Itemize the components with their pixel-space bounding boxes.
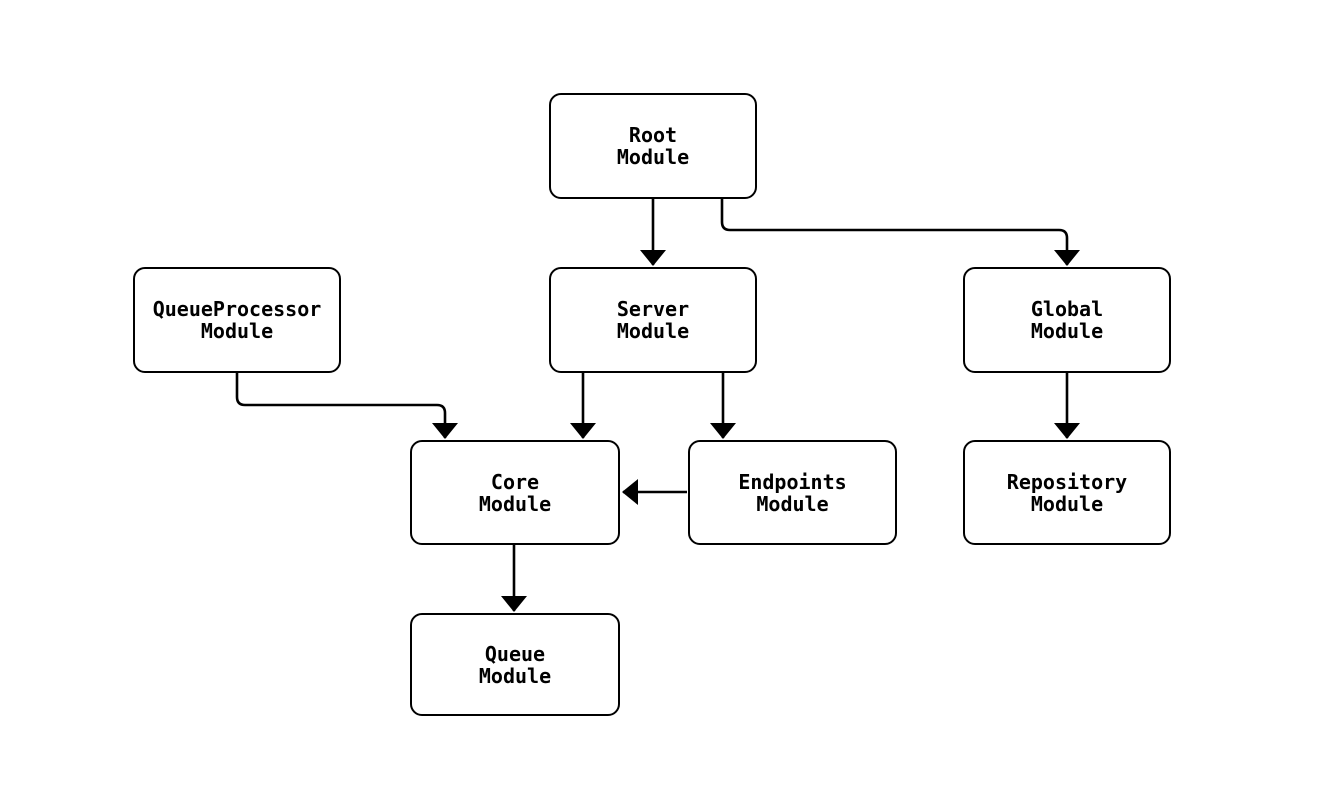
node-root-module: Root Module <box>549 93 757 199</box>
node-root-module-label: Root Module <box>616 123 690 169</box>
node-endpoints-module: Endpoints Module <box>688 440 897 545</box>
edge-queueprocessor-to-core <box>235 372 458 439</box>
node-repository-module: Repository Module <box>963 440 1171 545</box>
node-core-module: Core Module <box>410 440 620 545</box>
node-core-module-label: Core Module <box>478 469 552 516</box>
node-server-module-label: Server Module <box>616 297 690 343</box>
node-server-module: Server Module <box>549 267 757 373</box>
node-repository-module-label: Repository Module <box>1006 469 1128 516</box>
node-global-module: Global Module <box>963 267 1171 373</box>
node-queueprocessor-module: QueueProcessor Module <box>133 267 341 373</box>
node-queueprocessor-module-label: QueueProcessor Module <box>152 297 322 343</box>
node-global-module-label: Global Module <box>1030 297 1104 343</box>
node-endpoints-module-label: Endpoints Module <box>738 469 847 516</box>
edge-root-to-global <box>720 198 1080 266</box>
node-queue-module-label: Queue Module <box>478 641 552 688</box>
node-queue-module: Queue Module <box>410 613 620 716</box>
